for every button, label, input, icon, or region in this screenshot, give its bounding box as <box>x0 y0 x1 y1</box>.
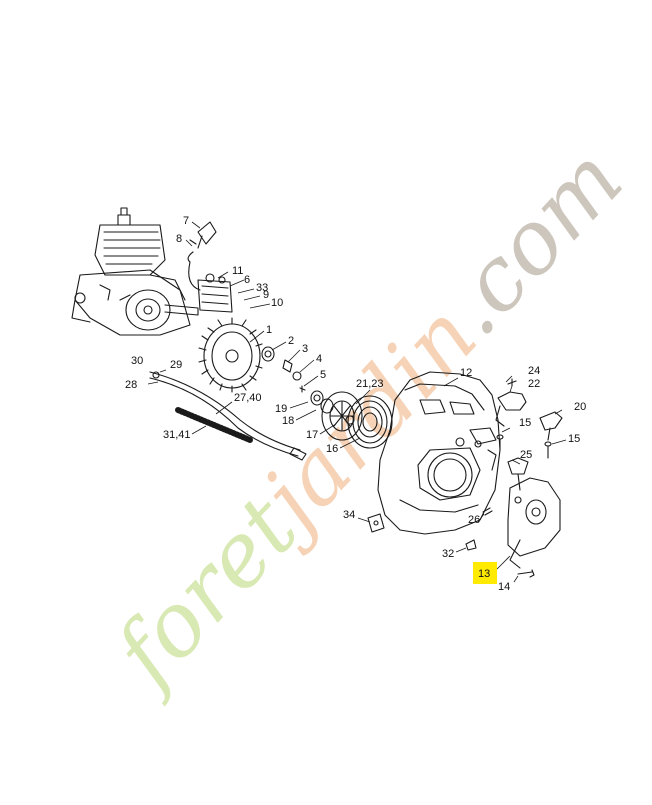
label-21-23: 21,23 <box>356 378 384 390</box>
label-20: 20 <box>574 401 586 413</box>
label-28: 28 <box>125 379 137 391</box>
label-4: 4 <box>316 353 322 365</box>
label-33: 33 <box>256 282 268 294</box>
label-18: 18 <box>282 415 294 427</box>
label-25: 25 <box>520 449 532 461</box>
label-26: 26 <box>468 514 480 526</box>
label-8: 8 <box>176 233 182 245</box>
flywheel-nut-set <box>261 346 306 393</box>
label-27-40: 27,40 <box>234 392 262 404</box>
handle-components <box>495 378 563 491</box>
screws <box>367 507 535 578</box>
label-12: 12 <box>460 367 472 379</box>
label-17: 17 <box>306 429 318 441</box>
label-16: 16 <box>326 443 338 455</box>
coil-spring <box>175 407 253 443</box>
label-1: 1 <box>266 324 272 336</box>
label-3: 3 <box>302 343 308 355</box>
label-29: 29 <box>170 359 182 371</box>
part-labels: 7 8 11 6 33 9 10 1 2 3 4 5 30 29 28 27,4… <box>125 215 586 593</box>
label-15-upper: 15 <box>519 417 531 429</box>
label-19: 19 <box>275 403 287 415</box>
ignition-module <box>187 251 233 313</box>
leader-lines <box>147 221 567 583</box>
label-32: 32 <box>442 548 454 560</box>
label-5: 5 <box>320 369 326 381</box>
label-24: 24 <box>528 365 540 377</box>
flywheel <box>198 317 263 393</box>
watermark: foretjardin.com <box>91 128 642 709</box>
spark-plug-boot <box>197 221 217 249</box>
label-34: 34 <box>343 509 355 521</box>
fan-housing <box>377 371 501 535</box>
label-13[interactable]: 13 <box>478 568 490 580</box>
label-14: 14 <box>498 581 510 593</box>
label-9: 9 <box>263 289 269 301</box>
label-30: 30 <box>131 355 143 367</box>
label-22: 22 <box>528 378 540 390</box>
throttle-cable <box>149 371 307 461</box>
label-11: 11 <box>232 265 243 277</box>
bracket-13[interactable] <box>507 477 561 569</box>
label-15-right: 15 <box>568 433 580 445</box>
label-2: 2 <box>288 335 294 347</box>
watermark-text: foretjardin.com <box>91 128 642 709</box>
label-31-41: 31,41 <box>163 429 191 441</box>
label-10: 10 <box>271 297 283 309</box>
rewind-spring <box>347 395 393 449</box>
part-13-highlight <box>473 562 497 584</box>
label-7: 7 <box>183 215 189 227</box>
label-6: 6 <box>244 274 250 286</box>
engine-block <box>71 207 199 336</box>
